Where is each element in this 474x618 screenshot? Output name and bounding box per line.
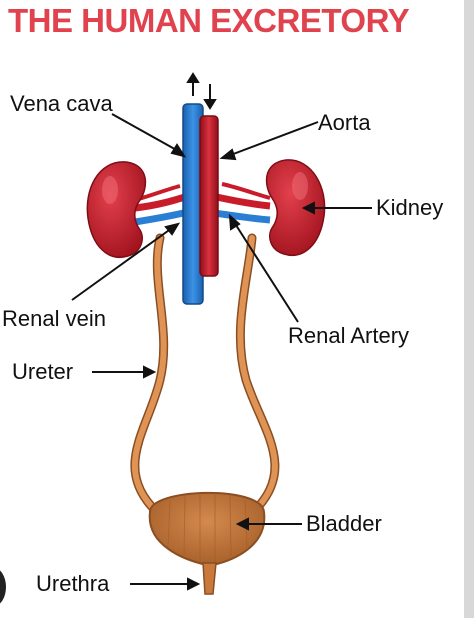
label-aorta: Aorta (318, 110, 371, 135)
label-renal-artery: Renal Artery (288, 323, 410, 348)
up-down-arrows-icon (186, 72, 217, 110)
page-title: THE HUMAN EXCRETORY (8, 2, 410, 39)
leader-renal-vein (71, 227, 173, 301)
kidney-right (265, 159, 326, 256)
label-kidney: Kidney (376, 195, 444, 220)
bladder (148, 491, 266, 595)
aorta (199, 115, 219, 277)
label-vena-cava: Vena cava (10, 91, 113, 116)
left-edge-handle[interactable] (0, 568, 6, 606)
leader-aorta (227, 121, 319, 157)
label-ureter: Ureter (12, 359, 74, 384)
label-renal-vein: Renal vein (2, 306, 106, 331)
label-bladder: Bladder (306, 511, 382, 536)
right-edge-bar (464, 0, 474, 618)
label-urethra: Urethra (36, 571, 110, 596)
kidney-left (86, 161, 147, 258)
leader-renal-artery (233, 221, 299, 323)
leader-vena-cava (111, 113, 181, 153)
